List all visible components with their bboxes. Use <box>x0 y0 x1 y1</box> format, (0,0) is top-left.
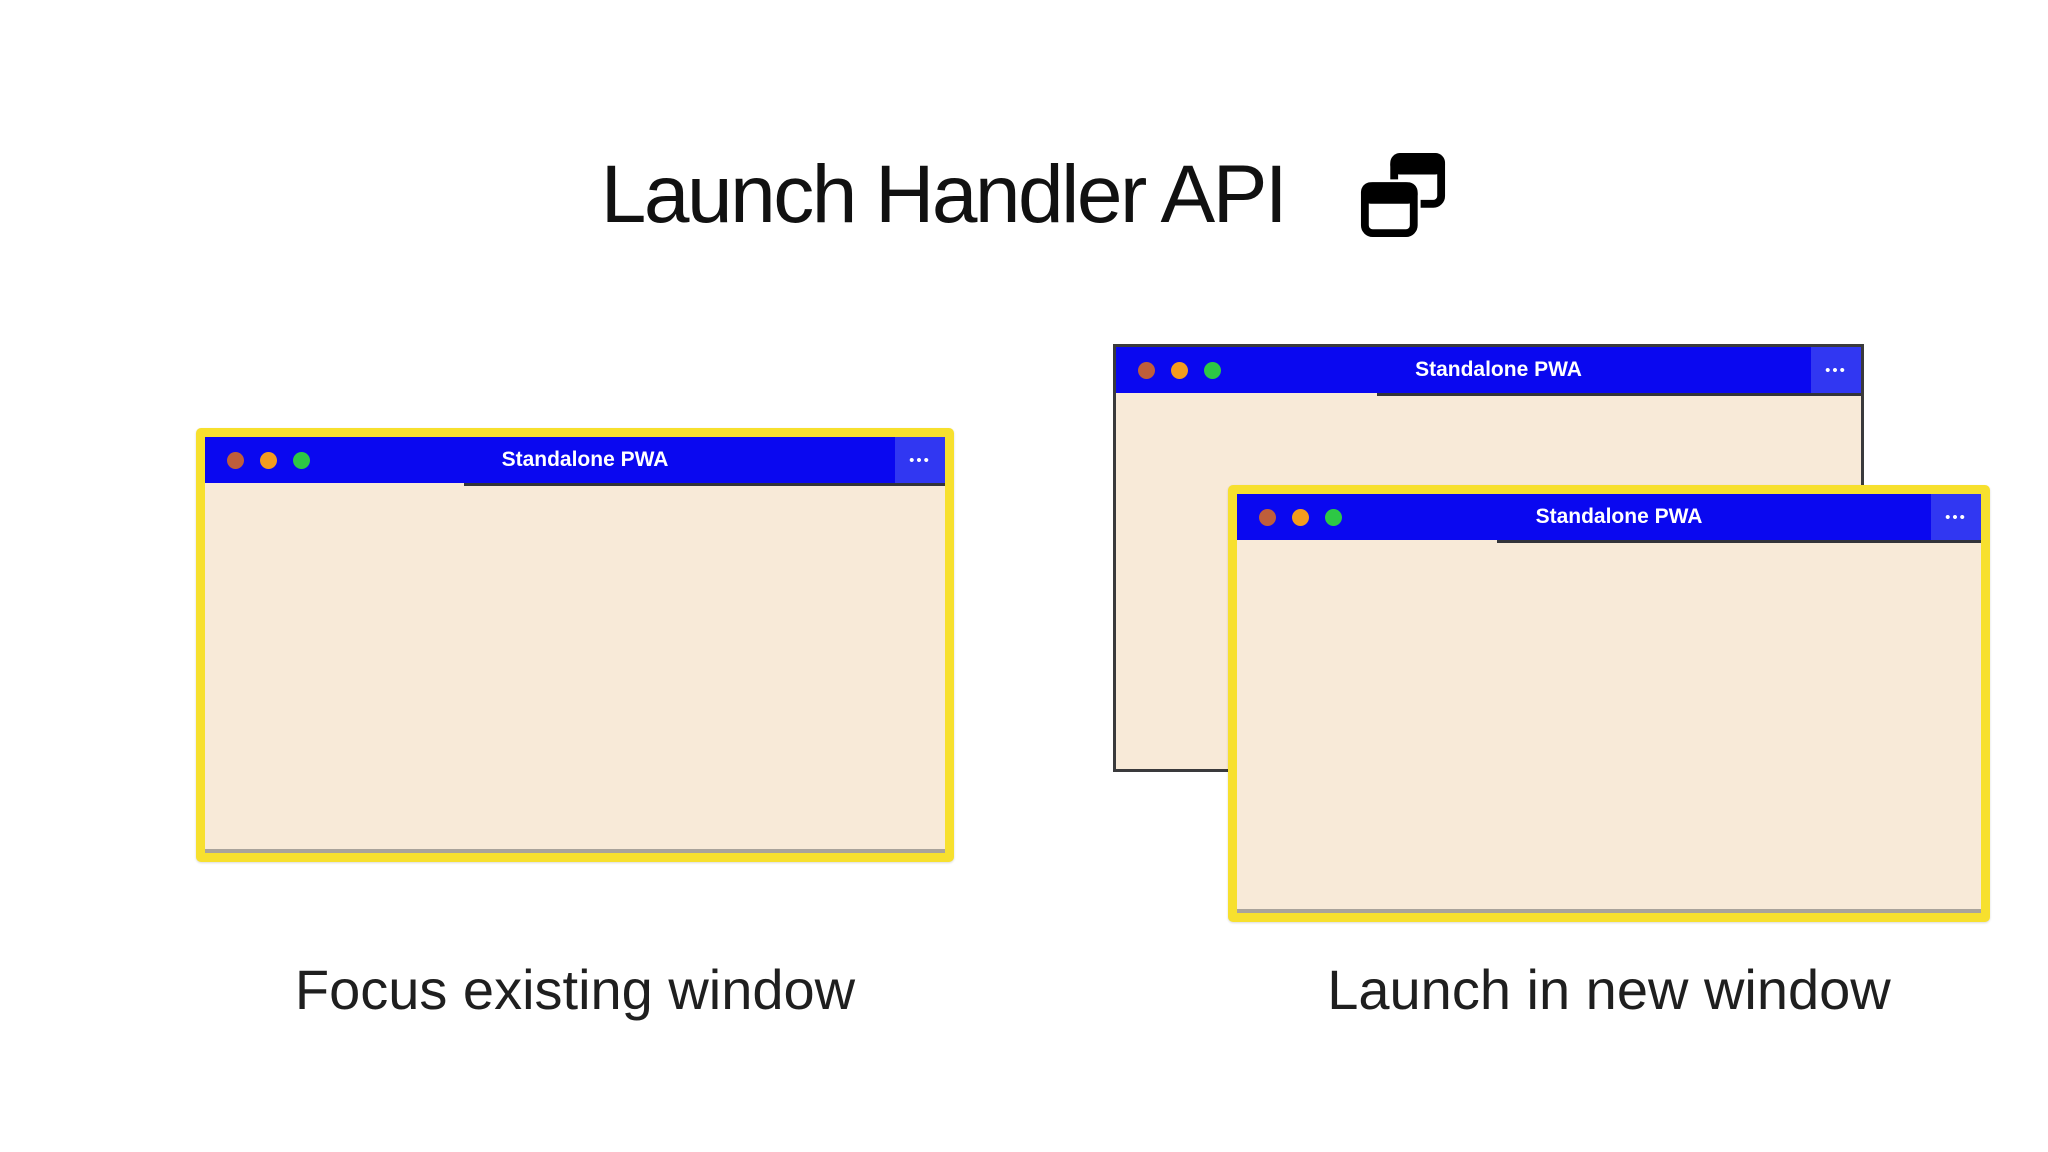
close-button-dot[interactable] <box>1138 361 1155 379</box>
window-menu-button[interactable]: ••• <box>1931 494 1981 540</box>
close-button-dot[interactable] <box>1259 508 1276 526</box>
minimize-button-dot[interactable] <box>260 451 277 469</box>
titlebar-shadow <box>1376 393 1861 396</box>
page-header: Launch Handler API <box>0 149 2048 240</box>
window-title: Standalone PWA <box>1535 505 1703 528</box>
window-content <box>205 483 945 849</box>
caption-focus-existing-window: Focus existing window <box>294 958 856 1021</box>
window-title: Standalone PWA <box>1415 358 1582 381</box>
window-menu-button[interactable]: ••• <box>1811 347 1861 393</box>
window-title: Standalone PWA <box>501 448 669 471</box>
window-traffic-lights <box>1259 494 1342 540</box>
overlapping-windows-icon <box>1359 153 1446 240</box>
window-titlebar[interactable]: Standalone PWA ••• <box>205 437 945 483</box>
focused-pwa-window[interactable]: Standalone PWA ••• <box>196 428 954 862</box>
titlebar-shadow <box>464 483 945 486</box>
minimize-button-dot[interactable] <box>1171 361 1188 379</box>
window-content <box>1237 540 1981 909</box>
page-title: Launch Handler API <box>600 149 1288 240</box>
window-traffic-lights <box>1138 347 1221 393</box>
titlebar-shadow <box>1497 540 1981 543</box>
new-pwa-window[interactable]: Standalone PWA ••• <box>1228 485 1990 922</box>
window-menu-button[interactable]: ••• <box>895 437 945 483</box>
window-titlebar[interactable]: Standalone PWA ••• <box>1237 494 1981 540</box>
caption-launch-in-new-window: Launch in new window <box>1327 958 1891 1021</box>
zoom-button-dot[interactable] <box>293 451 310 469</box>
close-button-dot[interactable] <box>227 451 244 469</box>
minimize-button-dot[interactable] <box>1292 508 1309 526</box>
window-frame: Standalone PWA ••• <box>1237 494 1981 913</box>
zoom-button-dot[interactable] <box>1204 361 1221 379</box>
window-traffic-lights <box>227 437 310 483</box>
zoom-button-dot[interactable] <box>1325 508 1342 526</box>
window-titlebar[interactable]: Standalone PWA ••• <box>1116 347 1861 393</box>
window-frame: Standalone PWA ••• <box>205 437 945 853</box>
